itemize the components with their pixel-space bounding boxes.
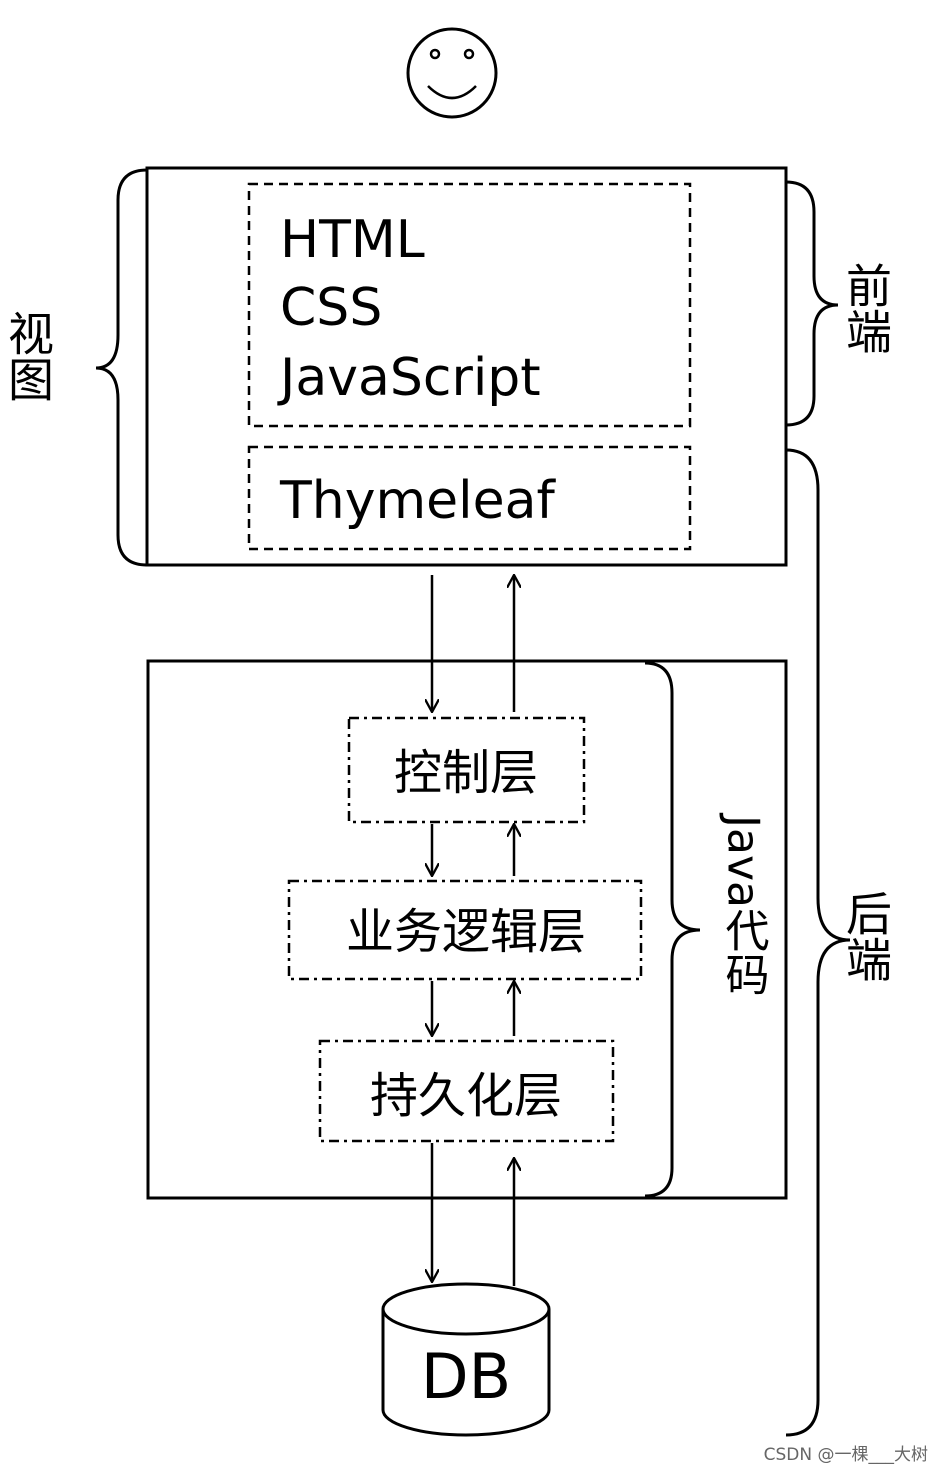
tech-html: HTML	[280, 210, 425, 270]
backend-brace	[785, 448, 851, 1437]
persistence-layer-box	[318, 1039, 615, 1143]
service-layer-label: 业务逻辑层	[346, 904, 586, 960]
view-label: 视图	[1, 310, 55, 402]
user-smiley-icon	[406, 27, 498, 119]
frontend-label: 前端	[839, 262, 893, 354]
database-cylinder-icon	[381, 1282, 551, 1437]
tech-javascript: JavaScript	[277, 348, 541, 408]
template-engine-label: Thymeleaf	[279, 471, 556, 531]
frontend-tech-box	[247, 182, 692, 428]
db-label: DB	[421, 1340, 511, 1413]
java-code-brace	[644, 661, 701, 1198]
service-layer-box	[287, 879, 643, 981]
backend-label: 后端	[839, 890, 893, 982]
java-code-box	[146, 659, 788, 1200]
template-engine-box	[247, 445, 692, 551]
frontend-brace	[785, 180, 839, 427]
watermark: CSDN @一棵___大树	[764, 1445, 928, 1465]
persistence-layer-label: 持久化层	[370, 1068, 562, 1124]
controller-layer-label: 控制层	[394, 745, 538, 801]
view-brace	[95, 168, 148, 567]
view-layer-box	[145, 166, 788, 567]
tech-css: CSS	[280, 278, 382, 338]
controller-layer-box	[347, 716, 586, 824]
java-code-label: Java代码	[718, 812, 770, 996]
